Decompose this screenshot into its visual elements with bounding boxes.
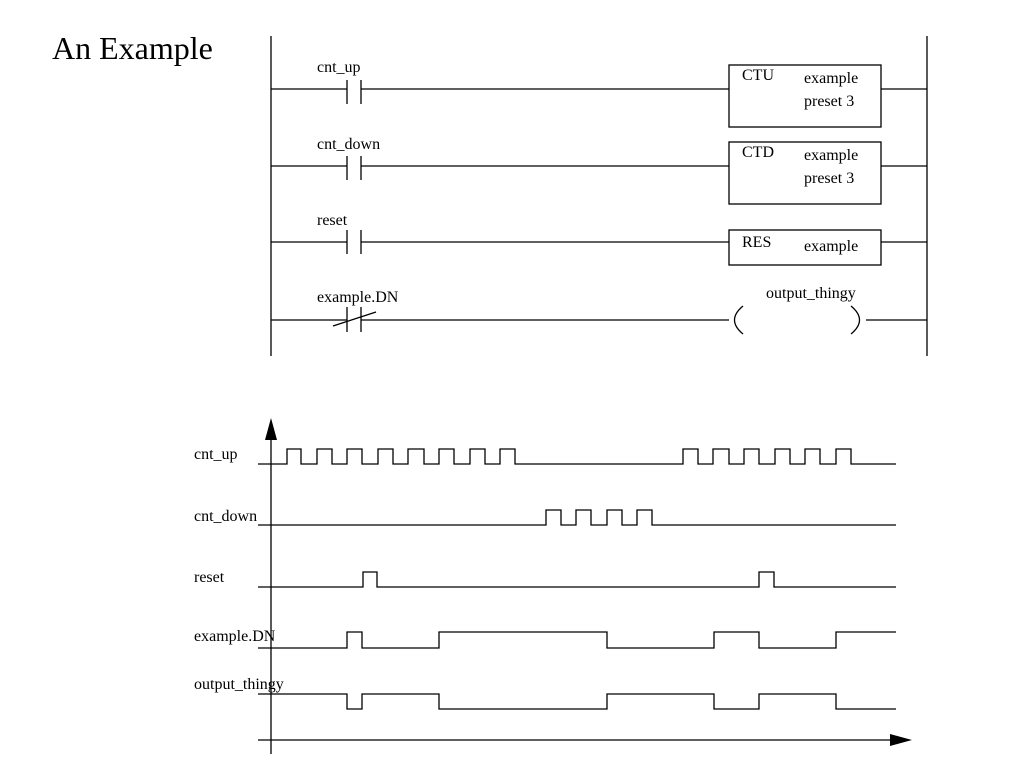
ctu-instruction-box — [728, 64, 882, 128]
ctu-instruction-tag: example — [804, 70, 858, 87]
res-instruction-box — [728, 229, 882, 266]
coil-label-output-thingy: output_thingy — [766, 285, 856, 302]
timing-diagram — [258, 418, 912, 754]
waveform-example-dn — [258, 631, 896, 649]
ladder-labels: cnt_up CTU example preset 3 cnt_down CTD… — [317, 59, 858, 306]
signal-label-cnt-up: cnt_up — [194, 446, 238, 463]
ladder-diagram — [270, 36, 928, 356]
slide-title: An Example — [52, 30, 213, 66]
ladder-rung-reset — [271, 229, 927, 266]
ctu-instruction-kind: CTU — [742, 67, 774, 84]
signal-label-example-dn: example.DN — [194, 628, 276, 645]
signal-label-reset: reset — [194, 569, 225, 586]
normally-closed-slash — [332, 311, 377, 327]
ladder-rung-cnt-down — [271, 141, 927, 205]
ladder-rung-example-dn — [271, 305, 927, 335]
signal-label-cnt-down: cnt_down — [194, 508, 257, 525]
contact-label-reset: reset — [317, 212, 348, 229]
ctu-instruction-preset: preset 3 — [804, 93, 854, 110]
signal-label-output-thingy: output_thingy — [194, 676, 284, 693]
timing-labels: cnt_up cnt_down reset example.DN output_… — [194, 446, 284, 693]
res-instruction-tag: example — [804, 238, 858, 255]
waveform-cnt-down — [258, 509, 896, 526]
ctd-instruction-kind: CTD — [742, 144, 774, 161]
waveform-reset — [258, 571, 896, 588]
ctd-instruction-preset: preset 3 — [804, 170, 854, 187]
time-axis-arrowhead — [890, 734, 912, 746]
coil-left-arc — [733, 305, 744, 335]
contact-label-cnt-up: cnt_up — [317, 59, 361, 76]
vertical-axis-arrowhead — [265, 418, 277, 440]
contact-label-cnt-down: cnt_down — [317, 136, 380, 153]
ctd-instruction-tag: example — [804, 147, 858, 164]
ctd-instruction-box — [728, 141, 882, 205]
waveform-cnt-up — [258, 448, 896, 465]
coil-right-arc — [850, 305, 861, 335]
waveform-output-thingy — [258, 693, 896, 710]
res-instruction-kind: RES — [742, 234, 771, 251]
contact-label-example-dn: example.DN — [317, 289, 399, 306]
ladder-rung-cnt-up — [271, 64, 927, 128]
